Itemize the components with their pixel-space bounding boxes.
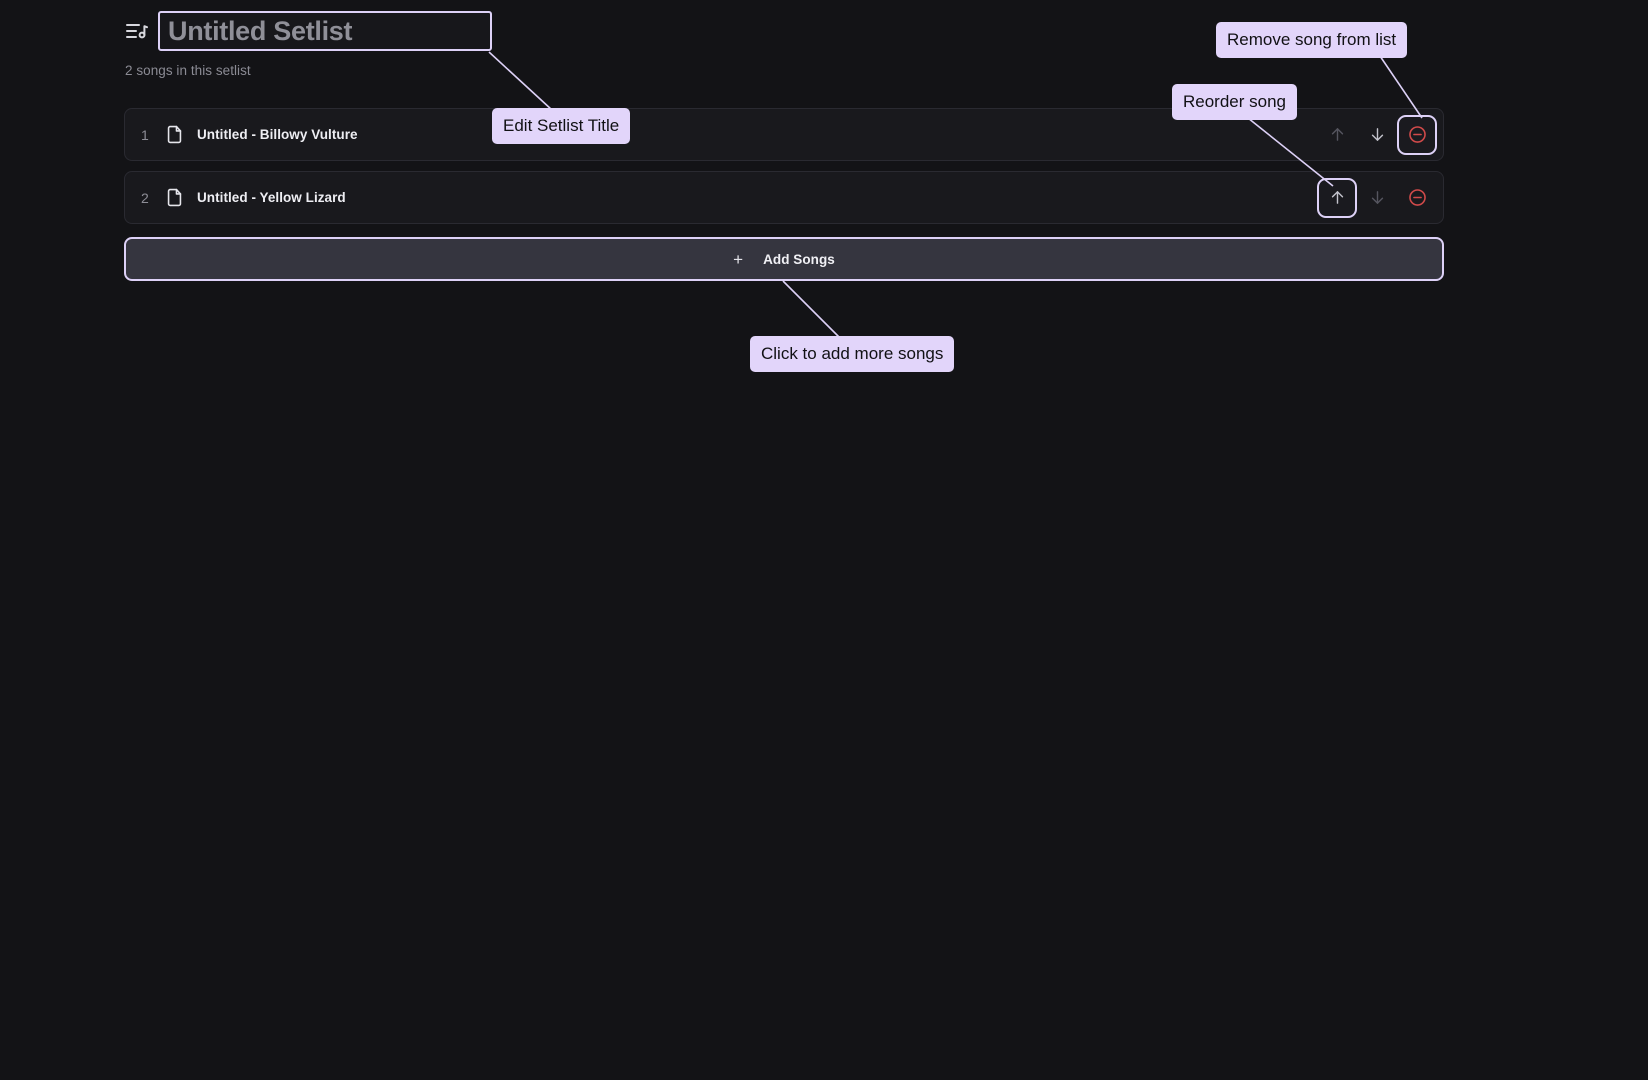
table-row[interactable]: 2 Untitled - Yellow Lizard: [124, 171, 1444, 224]
plus-icon: +: [733, 249, 744, 269]
row-actions: [1317, 114, 1437, 155]
song-index: 2: [141, 189, 149, 206]
song-title: Untitled - Yellow Lizard: [197, 190, 346, 205]
callout-remove-song-from-list: Remove song from list: [1216, 22, 1408, 58]
remove-song-button[interactable]: [1397, 114, 1437, 155]
list-music-icon: [124, 19, 148, 43]
setlist-title-input[interactable]: [158, 11, 492, 51]
move-song-up-button[interactable]: [1317, 177, 1357, 218]
callout-edit-setlist-title: Edit Setlist Title: [492, 108, 631, 144]
song-list: 1 Untitled - Billowy Vulture: [124, 108, 1444, 234]
move-song-up-button[interactable]: [1317, 115, 1357, 155]
callout-reorder-song: Reorder song: [1172, 84, 1298, 120]
add-songs-label: Add Songs: [763, 251, 835, 267]
file-icon: [165, 125, 184, 144]
setlist-header-row: [124, 8, 1514, 54]
song-index: 1: [141, 126, 149, 143]
file-icon: [165, 188, 184, 207]
setlist-song-count: 2 songs in this setlist: [125, 63, 251, 78]
song-title: Untitled - Billowy Vulture: [197, 127, 358, 142]
callout-click-to-add-more-songs: Click to add more songs: [750, 336, 955, 372]
row-actions: [1317, 177, 1437, 218]
add-songs-button[interactable]: + Add Songs: [124, 237, 1444, 281]
move-song-down-button[interactable]: [1357, 115, 1397, 155]
move-song-down-button[interactable]: [1357, 178, 1397, 218]
setlist-header: 2 songs in this setlist: [124, 8, 1514, 88]
remove-song-button[interactable]: [1397, 178, 1437, 218]
